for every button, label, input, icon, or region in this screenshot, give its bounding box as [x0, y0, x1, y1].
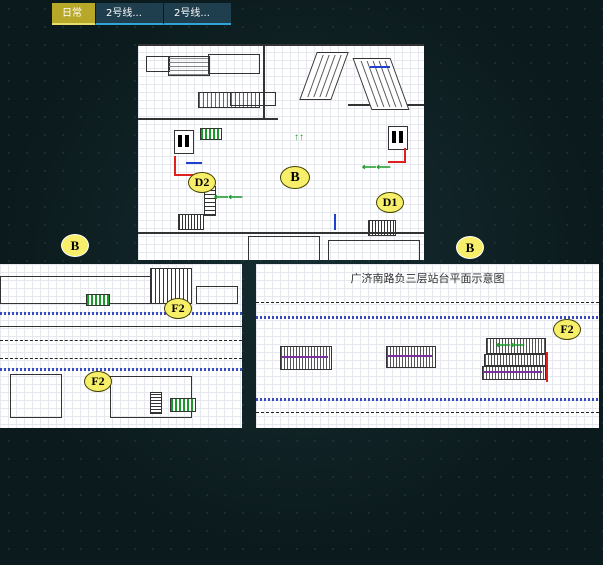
room-block	[110, 376, 192, 418]
staircase	[178, 214, 204, 230]
wall	[138, 118, 278, 120]
zone-badge-b[interactable]: B	[280, 166, 310, 189]
flow-arrow	[282, 356, 328, 358]
room-block	[168, 56, 210, 76]
alarm-route	[174, 174, 194, 176]
escalator	[484, 354, 546, 366]
escalator	[482, 366, 546, 380]
view-tabs: 日常 2号线... 2号线...	[52, 3, 231, 25]
exit-arrow: ⟵⟵	[214, 192, 243, 203]
plan-title: 广济南路负三层站台平面示意图	[350, 273, 505, 285]
room-block	[198, 92, 260, 108]
left-floor-plan[interactable]: F2 F2	[0, 264, 242, 428]
alarm-route	[388, 161, 406, 163]
wall	[263, 46, 265, 120]
tab-line2-a[interactable]: 2号线...	[95, 3, 163, 25]
flow-arrow	[334, 214, 336, 230]
alarm-route	[174, 156, 176, 176]
room-block	[248, 236, 320, 260]
track-line	[256, 412, 599, 413]
room-block	[328, 240, 420, 260]
wall	[138, 44, 424, 46]
floor-badge-f2-bottom[interactable]: F2	[84, 371, 112, 392]
staircase	[86, 294, 110, 306]
track-line	[0, 326, 242, 327]
exit-arrow: ⟵⟵	[362, 162, 391, 173]
alarm-route	[404, 148, 406, 162]
zone-badge-left[interactable]: B	[61, 234, 89, 257]
room-block	[230, 92, 276, 106]
track-line	[256, 302, 599, 303]
platform-edge	[0, 368, 242, 371]
staircase	[200, 128, 222, 140]
exit-arrow: ⟵⟵	[496, 340, 525, 351]
flow-arrow	[370, 66, 390, 68]
escalator	[486, 338, 546, 354]
elevator-icon	[388, 126, 408, 150]
flow-arrow	[484, 371, 542, 373]
tab-line2-b[interactable]: 2号线...	[163, 3, 231, 25]
tab-daily[interactable]: 日常	[52, 3, 95, 25]
flow-arrow	[388, 355, 432, 357]
exit-badge-d2[interactable]: D2	[188, 172, 216, 193]
platform-edge	[0, 312, 242, 315]
platform-edge	[256, 398, 599, 401]
elevator-icon	[174, 130, 194, 154]
alarm-route	[546, 352, 548, 382]
top-floor-plan[interactable]: ↑↑ ⟵⟵ ⟵⟵ B D2 D1	[138, 44, 424, 260]
wall	[138, 232, 424, 234]
staircase	[170, 398, 196, 412]
room-block	[146, 56, 170, 72]
room-block	[196, 286, 238, 304]
floor-badge-f2[interactable]: F2	[553, 319, 581, 340]
exit-badge-d1[interactable]: D1	[376, 192, 404, 213]
room-block	[10, 374, 62, 418]
room-block	[208, 54, 260, 74]
track-line	[0, 358, 242, 359]
zone-badge-right[interactable]: B	[456, 236, 484, 259]
exit-arrow: ↑↑	[294, 132, 304, 143]
flow-arrow	[186, 162, 202, 164]
escalator	[386, 346, 436, 368]
plan-grid	[0, 264, 242, 428]
room-block	[150, 268, 192, 304]
track-line	[0, 340, 242, 341]
right-floor-plan[interactable]: 广济南路负三层站台平面示意图 ⟵⟵ F2	[256, 264, 599, 428]
room-block	[0, 276, 152, 304]
escalator	[280, 346, 332, 370]
floor-badge-f2-top[interactable]: F2	[164, 298, 192, 319]
staircase	[150, 392, 162, 414]
platform-edge	[256, 316, 599, 319]
